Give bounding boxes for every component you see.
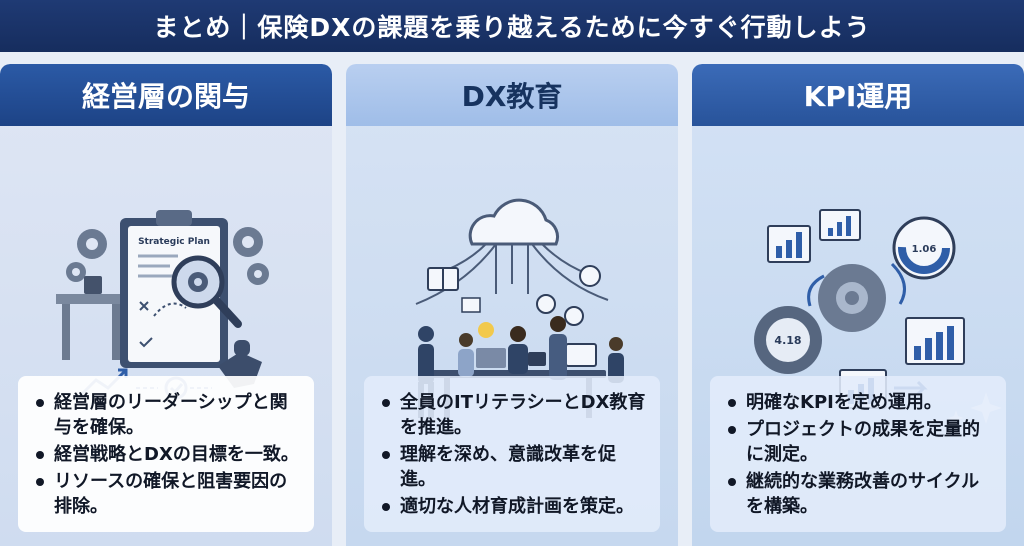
gear-icon: 4.18 [754,306,822,374]
panel-title: 経営層の関与 [81,80,250,113]
gear-icon [818,264,886,332]
bullet-list: 経営層のリーダーシップと関与を確保。 経営戦略とDXの目標を一致。 リソースの確… [30,390,302,519]
laptop-icon [476,343,597,368]
bullet-list: 全員のITリテラシーとDX教育を推進。 理解を深め、意識改革を促進。 適切な人材… [376,390,648,519]
donut-chart-icon: 1.06 [892,216,956,280]
bar-chart-icon [905,317,965,365]
clipboard-label: Strategic Plan [138,237,210,247]
bullet-card: 経営層のリーダーシップと関与を確保。 経営戦略とDXの目標を一致。 リソースの確… [18,376,314,532]
bullet-item: 理解を深め、意識改革を促進。 [376,442,648,492]
bullet-card: 明確なKPIを定め運用。 プロジェクトの成果を定量的に測定。 継続的な業務改善の… [710,376,1006,532]
panel-title: DX教育 [461,80,563,113]
kpi-illustration: 1.06 4.18 [754,209,1002,426]
magnifier-icon [171,255,242,328]
bullet-item: 経営戦略とDXの目標を一致。 [30,442,302,467]
bar-chart-icon [819,209,861,241]
bullet-list: 明確なKPIを定め運用。 プロジェクトの成果を定量的に測定。 継続的な業務改善の… [722,390,994,519]
panel-header: DX教育 [346,64,678,126]
bullet-item: 全員のITリテラシーとDX教育を推進。 [376,390,648,440]
bullet-item: 経営層のリーダーシップと関与を確保。 [30,390,302,440]
bullet-item: 継続的な業務改善のサイクルを構築。 [722,469,994,519]
bullet-item: リソースの確保と阻害要因の排除。 [30,469,302,519]
bullet-item: 適切な人材育成計画を策定。 [376,494,648,519]
gear-icon [233,227,269,285]
gauge-value: 1.06 [912,244,937,255]
bullet-card: 全員のITリテラシーとDX教育を推進。 理解を深め、意識改革を促進。 適切な人材… [364,376,660,532]
people-icon [536,265,601,326]
panel-title: KPI運用 [803,80,913,113]
bar-chart-icon [767,225,811,263]
page-title: まとめ｜保険DXの課題を乗り越えるために今すぐ行動しよう [153,13,871,42]
panel-dx-education: DX教育 [346,64,678,546]
chart-icon [461,297,481,313]
bullet-item: プロジェクトの成果を定量的に測定。 [722,417,994,467]
gear-icon [66,229,107,282]
bullet-item: 明確なKPIを定め運用。 [722,390,994,415]
lightbulb-icon [478,322,494,338]
gauge-value: 4.18 [774,334,801,347]
panel-kpi-operation: KPI運用 1.06 4.18 [692,64,1024,546]
header-bar: まとめ｜保険DXの課題を乗り越えるために今すぐ行動しよう [0,0,1024,52]
desk-icon [56,276,126,360]
panel-header: 経営層の関与 [0,64,332,126]
book-icon [427,267,459,291]
cloud-icon [468,198,559,246]
panel-executive-involvement: 経営層の関与 Strategic Plan [0,64,332,546]
panel-header: KPI運用 [692,64,1024,126]
